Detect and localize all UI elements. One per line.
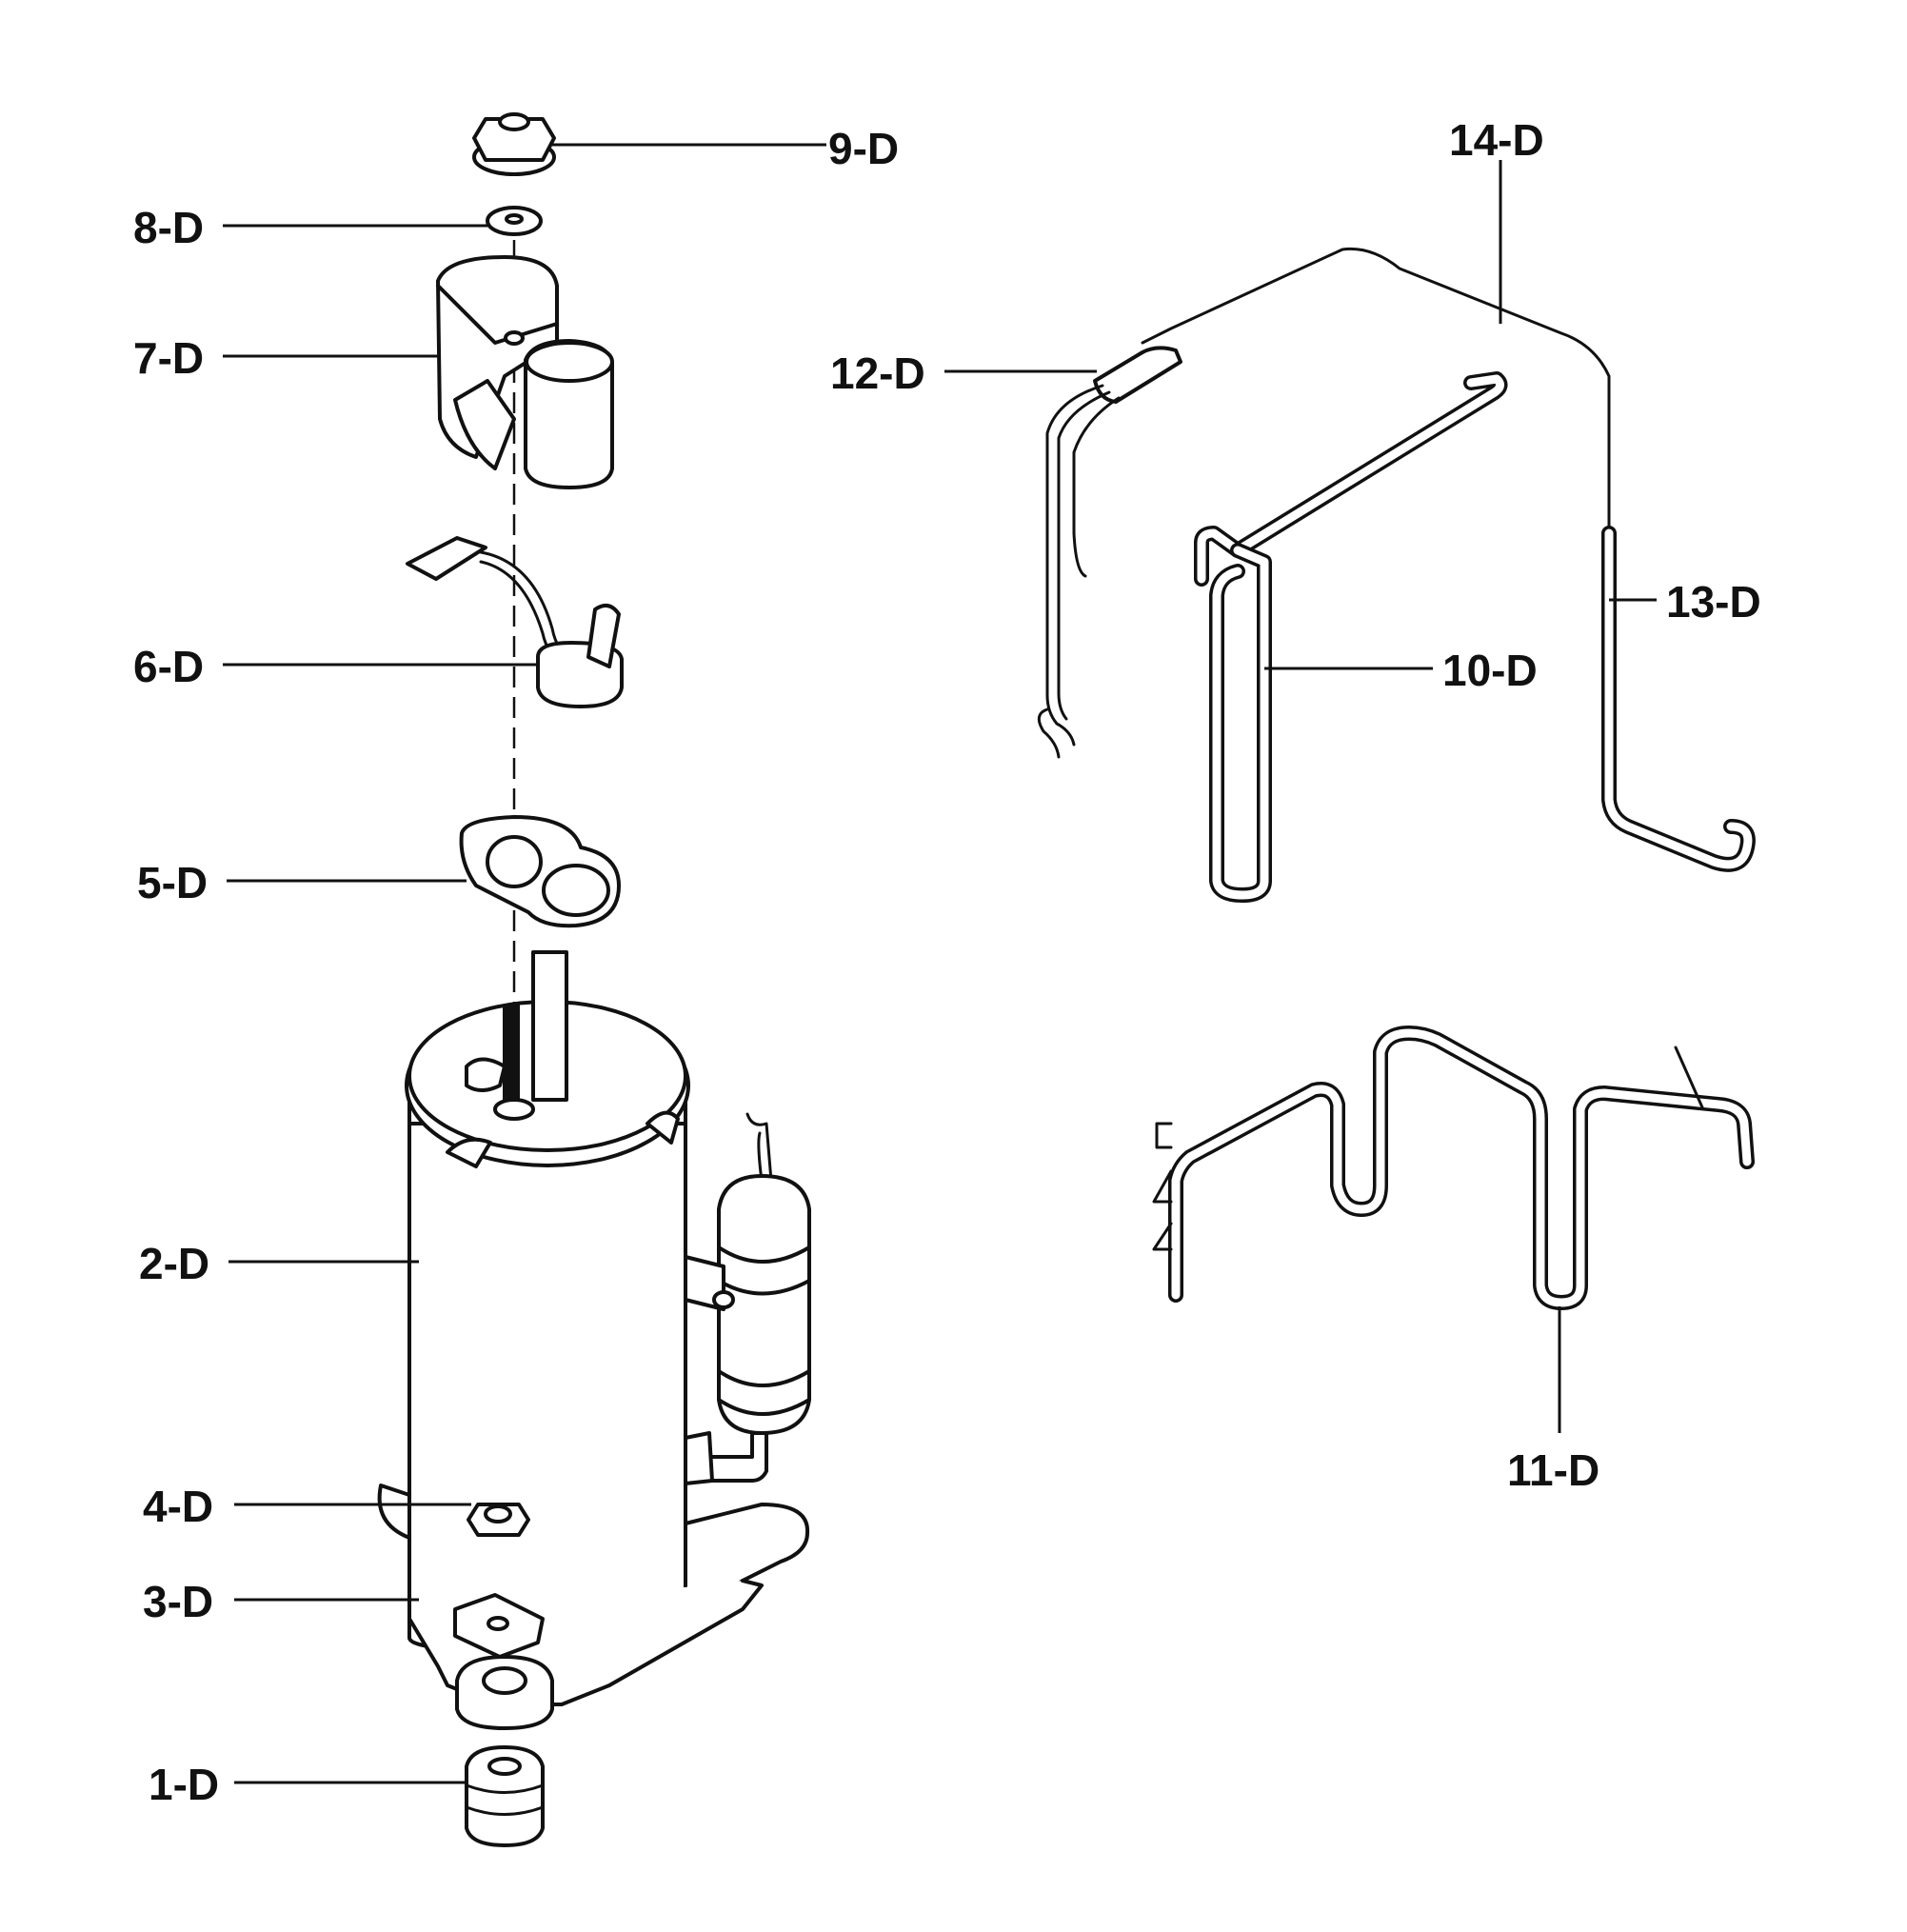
- label-13-d: 13-D: [1666, 577, 1761, 627]
- leader-lines: [223, 143, 1657, 1784]
- part-8-washer: [486, 206, 543, 236]
- part-5-gasket: [459, 815, 621, 928]
- part-9-nut: [472, 112, 556, 176]
- part-10-pipe: [1194, 371, 1508, 903]
- label-1-d: 1-D: [149, 1760, 219, 1809]
- part-2-compressor: [377, 950, 811, 1706]
- label-10-d: 10-D: [1442, 646, 1538, 695]
- part-7-capacitor-bracket: [436, 255, 614, 489]
- label-6-d: 6-D: [133, 642, 204, 691]
- label-12-d: 12-D: [830, 349, 925, 398]
- mounting-foot: [455, 1655, 554, 1730]
- part-12-strainer: [1037, 346, 1182, 759]
- part-11-pipe: [1152, 1026, 1755, 1310]
- label-5-d: 5-D: [137, 858, 208, 907]
- label-3-d: 3-D: [143, 1577, 213, 1626]
- part-4-nut: [467, 1503, 530, 1537]
- label-9-d: 9-D: [828, 124, 899, 173]
- part-3-mount-bracket: [453, 1593, 545, 1659]
- part-13-tube: [1601, 526, 1756, 872]
- label-11-d: 11-D: [1507, 1445, 1599, 1495]
- label-4-d: 4-D: [143, 1482, 213, 1531]
- label-2-d: 2-D: [139, 1239, 209, 1288]
- label-7-d: 7-D: [133, 333, 204, 383]
- part-14-capillary: [1141, 247, 1611, 530]
- part-1-grommet: [465, 1745, 545, 1847]
- part-6-terminal-cover: [406, 536, 624, 708]
- label-14-d: 14-D: [1449, 115, 1544, 165]
- label-8-d: 8-D: [133, 203, 204, 252]
